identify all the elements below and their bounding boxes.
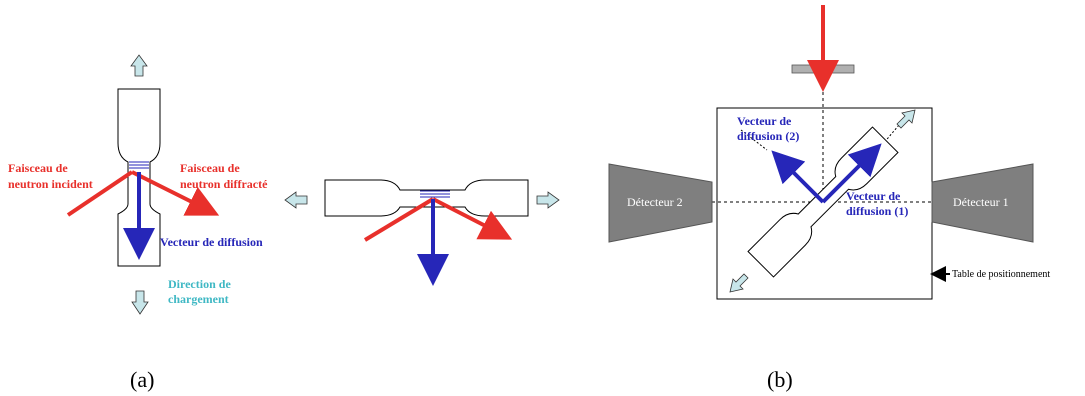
- loading-arrow-ne-icon: [896, 109, 916, 129]
- loading-arrow-down-icon: [131, 290, 149, 315]
- scattering-vector-2-label-2: diffusion (2): [737, 129, 799, 143]
- incident-beam-arrow-2: [363, 197, 435, 242]
- diffracted-beam-label-2: neutron diffracté: [180, 177, 268, 191]
- loading-arrow-sw-icon: [729, 273, 749, 293]
- diffracted-beam-arrow: [131, 170, 220, 216]
- detector-2: [608, 163, 713, 243]
- scattering-vector-label: Vecteur de diffusion: [160, 235, 263, 249]
- loading-arrow-up-icon: [130, 54, 148, 77]
- slit-right: [828, 64, 855, 74]
- gauge-lines-horizontal: [420, 190, 450, 198]
- incident-beam-arrow: [66, 170, 134, 217]
- scattering-vector-2-label-1: Vecteur de: [737, 114, 792, 128]
- scattering-vector-1-label-2: diffusion (1): [846, 204, 908, 218]
- panel-a: Faisceau de neutron incident Faisceau de…: [8, 54, 560, 392]
- detector-1-label: Détecteur 1: [953, 195, 1009, 209]
- scattering-vector-1-label-1: Vecteur de: [846, 189, 901, 203]
- diffracted-beam-arrow-2: [432, 197, 513, 240]
- caption-a: (a): [130, 367, 154, 392]
- slit-left: [791, 64, 818, 74]
- scattering-vector-1-arrow: [821, 143, 882, 204]
- loading-arrow-left-icon: [284, 191, 308, 209]
- diffracted-beam-label-1: Faisceau de: [180, 161, 240, 175]
- dashed-to-vector-2: [740, 129, 768, 151]
- detector-1: [931, 163, 1034, 243]
- gauge-lines-vertical: [129, 161, 149, 169]
- detector-2-label: Détecteur 2: [627, 195, 683, 209]
- scattering-vector-2-arrow: [771, 150, 825, 204]
- loading-arrow-right-icon: [536, 191, 560, 209]
- incident-beam-label-1: Faisceau de: [8, 161, 68, 175]
- caption-b: (b): [767, 367, 793, 392]
- panel-b: Détecteur 2 Détecteur 1 Vecteur de diffu…: [608, 5, 1050, 392]
- positioning-table-label: Table de positionnement: [952, 269, 1050, 280]
- loading-direction-label-2: chargement: [168, 292, 229, 306]
- incident-beam-label-2: neutron incident: [8, 177, 93, 191]
- loading-direction-label-1: Direction de: [168, 277, 231, 291]
- horizontal-specimen: [324, 179, 529, 217]
